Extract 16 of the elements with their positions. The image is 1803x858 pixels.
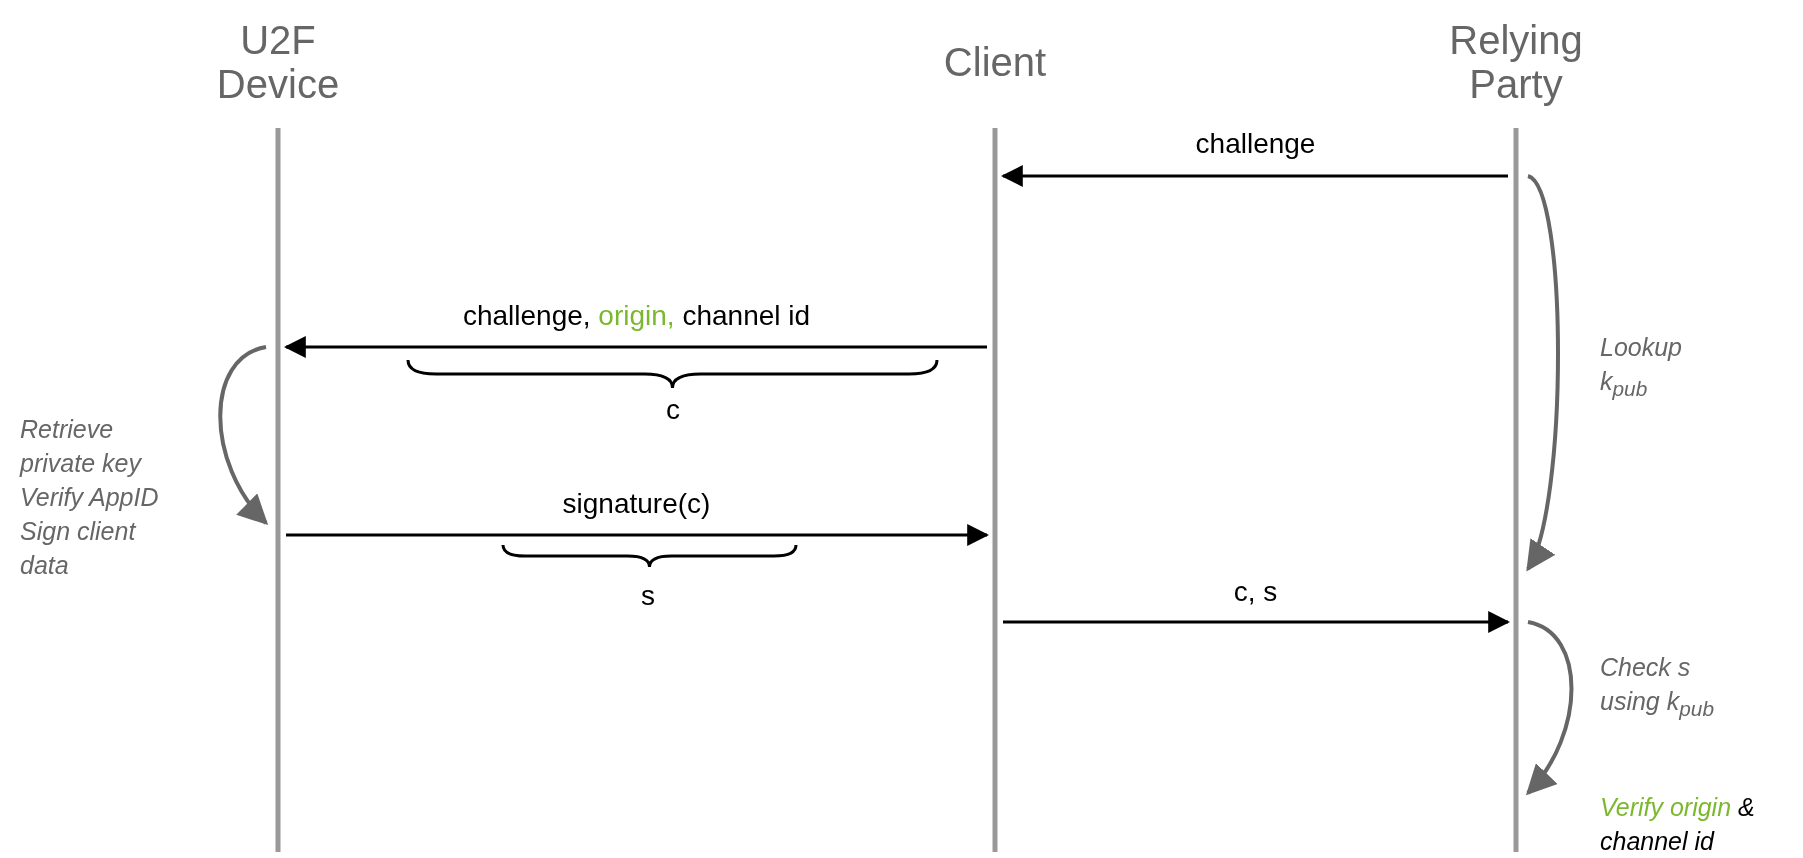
self-arrow bbox=[218, 345, 268, 526]
edge-label: Retrieve private key Verify AppID Sign client data bbox=[20, 414, 160, 581]
participant-label: U2F Device bbox=[215, 18, 341, 106]
brace-label: c bbox=[665, 394, 681, 426]
participant-label: Client bbox=[942, 40, 1048, 84]
message-arrow bbox=[1000, 165, 1508, 187]
edge-label: Lookup k$_{pub}$ bbox=[1600, 332, 1684, 402]
participant-label: Relying Party bbox=[1448, 18, 1584, 106]
message-arrow bbox=[286, 524, 990, 546]
note-text: Verify origin & channel id bbox=[1600, 792, 1756, 857]
message-arrow bbox=[283, 336, 987, 358]
brace-label: s bbox=[640, 580, 656, 612]
edge-label: Check s using k$_{pub}$ bbox=[1600, 652, 1715, 722]
self-arrow bbox=[1526, 620, 1574, 796]
self-arrow bbox=[1525, 174, 1560, 572]
message-arrow bbox=[1003, 611, 1511, 633]
